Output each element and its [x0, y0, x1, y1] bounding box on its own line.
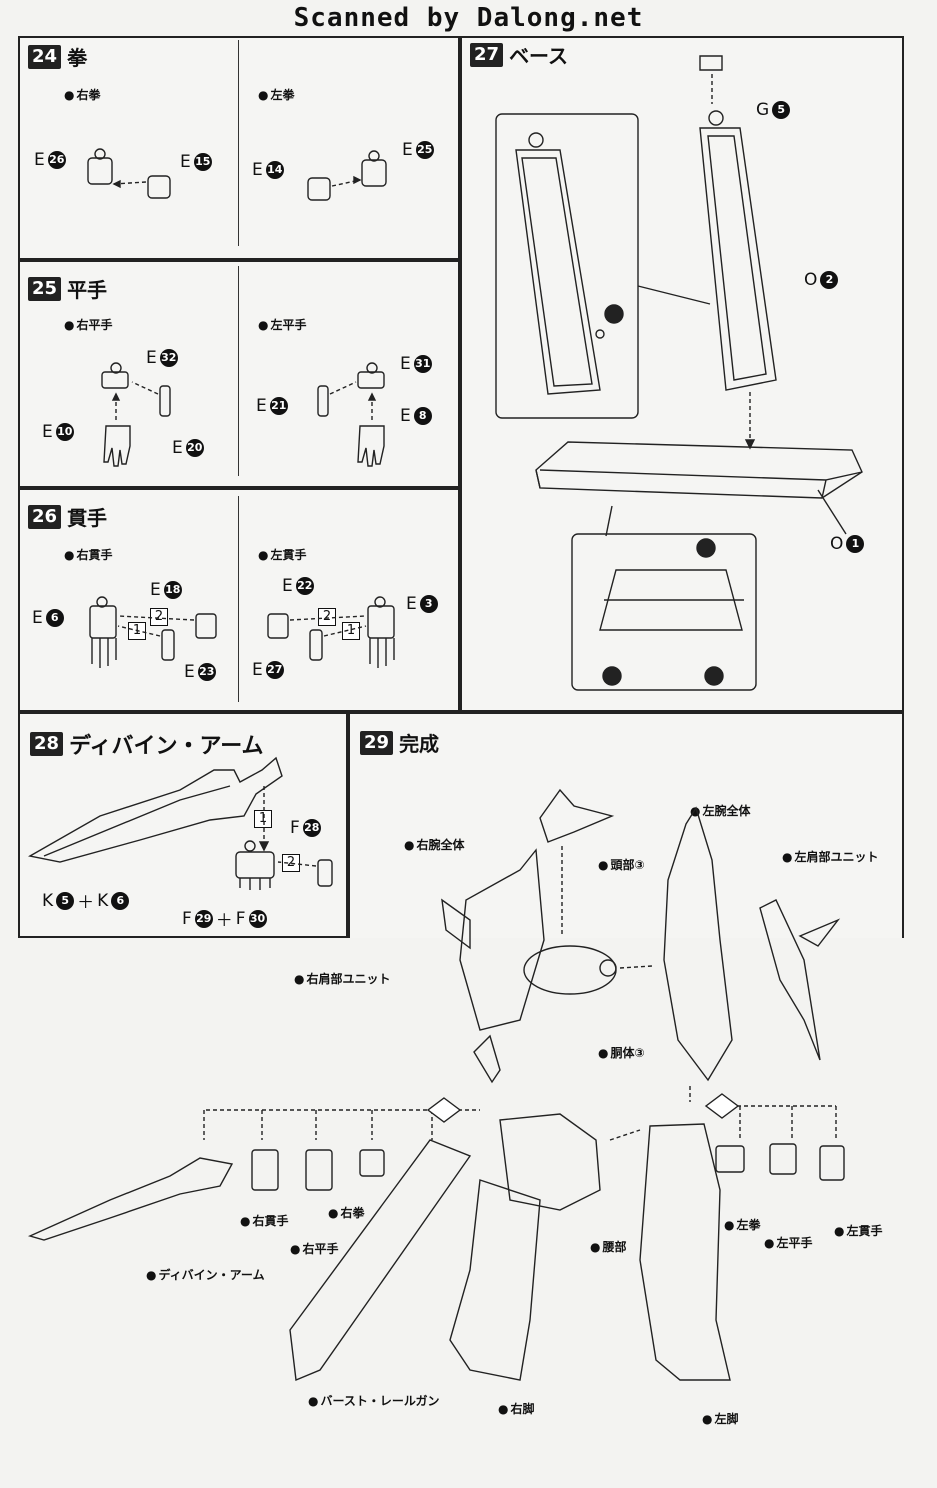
label-left-shoulder: 左肩部ユニット [782, 848, 878, 865]
label-left-arm: 左腕全体 [690, 802, 750, 819]
step-title: 完成 [399, 732, 440, 756]
step-number: 24 [28, 44, 62, 69]
sub-label-left: 左平手 [258, 316, 306, 333]
step-number: 28 [30, 732, 64, 756]
label-divine-arm: ディバイン・アーム [146, 1266, 264, 1283]
step-number: 25 [28, 276, 62, 301]
step-29-heading: 29 完成 [360, 728, 439, 757]
step-title: 平手 [67, 278, 108, 302]
label-right-arm: 右腕全体 [404, 836, 464, 853]
step-order-2: 2 [150, 608, 168, 626]
nukite-left [267, 596, 395, 668]
header: Scanned by Dalong.net [0, 0, 937, 36]
step-order-1: 1 [254, 810, 272, 828]
step-24-heading: 24 拳 [28, 42, 87, 71]
label-waist: 腰部 [590, 1238, 626, 1255]
watermark: Scanned by Dalong.net [293, 3, 644, 33]
step-26-heading: 26 貫手 [28, 502, 107, 531]
label-right-fist: 右拳 [328, 1204, 364, 1221]
label-left-leg: 左脚 [702, 1410, 738, 1427]
panel-divider [238, 266, 239, 476]
label-left-nukite: 左貫手 [834, 1222, 882, 1239]
label-burst-railgun: バースト・レールガン [308, 1392, 439, 1409]
step-order-2: 2 [282, 854, 300, 872]
label-left-flat: 左平手 [764, 1234, 812, 1251]
panel-divider [238, 40, 239, 246]
sub-label-left: 左貫手 [258, 546, 306, 563]
sub-label-right: 右平手 [64, 316, 112, 333]
panel-divider [238, 496, 239, 702]
label-head: 頭部③ [598, 856, 644, 873]
step-title: ディバイン・アーム [69, 734, 264, 759]
fist-parts-left [307, 150, 387, 201]
sub-label-right: 右拳 [64, 86, 100, 103]
nukite-right [89, 596, 217, 668]
label-torso: 胴体③ [598, 1044, 644, 1061]
label-left-fist: 左拳 [724, 1216, 760, 1233]
step-25-heading: 25 平手 [28, 274, 107, 303]
fist-parts-right [87, 148, 171, 199]
step-24-panel [18, 36, 460, 260]
label-right-shoulder: 右肩部ユニット [294, 970, 390, 987]
sub-label-right: 右貫手 [64, 546, 112, 563]
step-26-panel [18, 488, 460, 712]
step-title: 拳 [67, 46, 88, 70]
flat-hand-right [101, 362, 171, 467]
step-27-heading: 27 ベース [470, 40, 568, 69]
step-29-panel [348, 712, 904, 938]
step-number: 26 [28, 504, 62, 529]
flat-hand-left [317, 362, 385, 467]
divine-arm-blade [28, 756, 333, 890]
base-stand [495, 55, 863, 691]
label-right-flat: 右平手 [290, 1240, 338, 1257]
step-title: ベース [509, 44, 569, 68]
final-assembly [27, 788, 845, 1382]
step-28-heading: 28 ディバイン・アーム [30, 728, 264, 760]
step-title: 貫手 [67, 506, 108, 530]
step-number: 29 [360, 730, 394, 755]
label-right-leg: 右脚 [498, 1400, 534, 1417]
step-25-panel [18, 260, 460, 488]
step-order-1: 1 [342, 622, 360, 640]
step-number: 27 [470, 42, 504, 67]
sub-label-left: 左拳 [258, 86, 294, 103]
label-right-nukite: 右貫手 [240, 1212, 288, 1229]
